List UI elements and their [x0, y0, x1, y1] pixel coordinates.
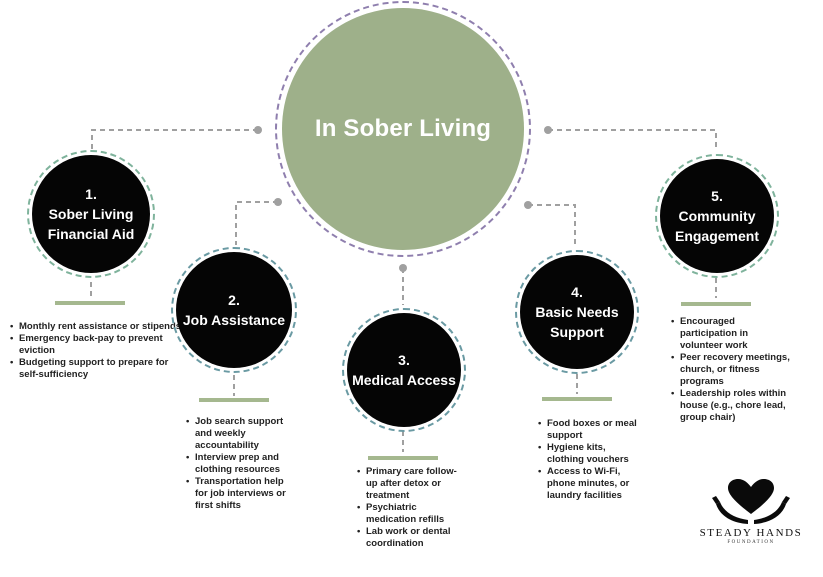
node-5-label-line-2: Engagement [674, 228, 759, 244]
connector-dot [544, 126, 552, 134]
node-5-circle: 5. Community Engagement [660, 159, 774, 273]
list-item: Transportation help for job interviews o… [186, 476, 294, 512]
list-item: Hygiene kits, clothing vouchers [538, 442, 644, 466]
node-4-label-line-1: Basic Needs [535, 304, 619, 320]
node-4-number: 4. [571, 284, 583, 300]
node-1-bullets: Monthly rent assistance or stipends Emer… [10, 321, 190, 381]
connector-dot [399, 264, 407, 272]
list-item: Emergency back-pay to prevent eviction [10, 333, 190, 357]
connector-dot [274, 198, 282, 206]
node-5-ring [655, 154, 779, 278]
list-item: Interview prep and clothing resources [186, 452, 294, 476]
connector-dot [524, 201, 532, 209]
node-2-number: 2. [228, 292, 240, 308]
list-item: Psychiatric medication refills [357, 502, 467, 526]
node-4-label-line-2: Support [550, 324, 604, 340]
node-4-circle: 4. Basic Needs Support [520, 255, 634, 369]
list-item: Lab work or dental coordination [357, 526, 467, 550]
node-5-number: 5. [711, 188, 723, 204]
connector-1 [91, 129, 258, 150]
node-2-label-line-1: Job Assistance [182, 312, 286, 328]
node-4-bar [542, 397, 612, 401]
logo-subtitle: FOUNDATION [727, 540, 775, 545]
list-item: Job search support and weekly accountabi… [186, 416, 294, 452]
list-item: Peer recovery meetings, church, or fitne… [671, 352, 793, 388]
list-item: Monthly rent assistance or stipends [10, 321, 190, 333]
node-3-bar [368, 456, 438, 460]
list-item: Leadership roles within house (e.g., cho… [671, 388, 793, 424]
connector-5 [548, 129, 717, 150]
node-3-number: 3. [398, 352, 410, 368]
logo: STEADY HANDS FOUNDATION [690, 478, 812, 548]
node-1-label-line-1: Sober Living [48, 206, 134, 222]
node-5-label-line-1: Community [678, 208, 756, 224]
list-item: Encouraged participation in volunteer wo… [671, 316, 793, 352]
node-1-number: 1. [85, 186, 97, 202]
logo-name: STEADY HANDS [699, 527, 803, 539]
node-5-bullets: Encouraged participation in volunteer wo… [671, 316, 793, 424]
hub-title: In Sober Living [314, 115, 492, 142]
list-item: Primary care follow-up after detox or tr… [357, 466, 467, 502]
hub-circle: In Sober Living [282, 8, 524, 250]
node-3-bullets: Primary care follow-up after detox or tr… [357, 466, 467, 550]
node-4-bullets: Food boxes or meal support Hygiene kits,… [538, 418, 644, 502]
connector-dot [254, 126, 262, 134]
list-item: Access to Wi-Fi, phone minutes, or laund… [538, 466, 644, 502]
node-1-label-line-2: Financial Aid [47, 226, 135, 242]
node-2-bar [199, 398, 269, 402]
hub-ring [275, 1, 531, 257]
list-item: Budgeting support to prepare for self-su… [10, 357, 190, 381]
node-2-bullets: Job search support and weekly accountabi… [186, 416, 294, 512]
node-1-ring [27, 150, 155, 278]
node-2-ring [171, 247, 297, 373]
node-3-label-line-1: Medical Access [352, 372, 456, 388]
node-4-ring [515, 250, 639, 374]
node-1-circle: 1. Sober Living Financial Aid [32, 155, 150, 273]
node-1-bar [55, 301, 125, 305]
node-3-ring [342, 308, 466, 432]
node-2-circle: 2. Job Assistance [176, 252, 292, 368]
connector-4 [528, 204, 576, 245]
node-5-bar [681, 302, 751, 306]
heart-hands-icon [712, 479, 790, 524]
connector-2 [235, 201, 278, 245]
node-3-circle: 3. Medical Access [347, 313, 461, 427]
list-item: Food boxes or meal support [538, 418, 644, 442]
